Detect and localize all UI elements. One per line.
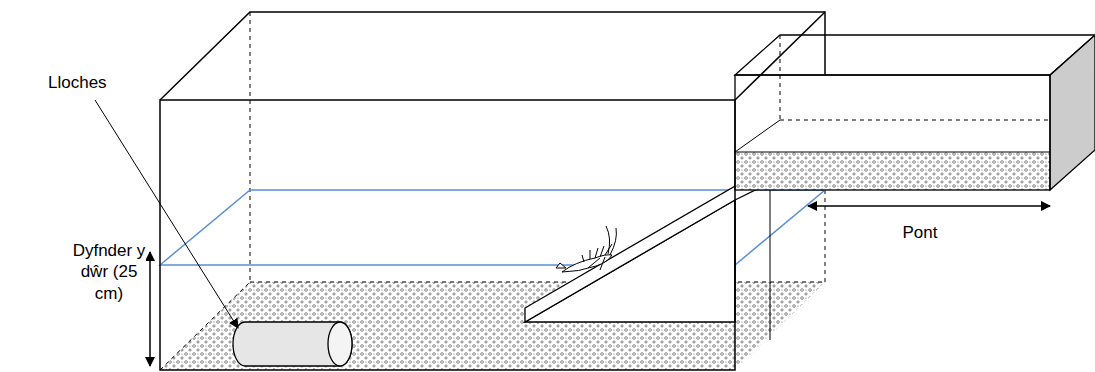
hidden-edge xyxy=(780,35,781,120)
tank-edge xyxy=(770,190,771,340)
shelter-opening xyxy=(328,322,352,366)
part-label: Pont xyxy=(870,222,970,243)
part-label: Lloches xyxy=(48,72,138,93)
crayfish xyxy=(556,226,616,272)
length-arrow xyxy=(808,205,1050,207)
bridge-front xyxy=(735,75,1050,190)
shelter-tube xyxy=(233,322,352,366)
hidden-edge xyxy=(250,282,825,283)
tank-top xyxy=(735,12,825,100)
bridge-gravel xyxy=(735,152,1050,190)
dimension-label: Dyfnder y dŵr (25 cm) xyxy=(72,240,146,304)
bridge-top xyxy=(735,35,1095,75)
hidden-edge xyxy=(780,120,1095,121)
bridge-gravel xyxy=(735,150,1095,190)
tank-front xyxy=(160,100,735,370)
gravel-edge xyxy=(735,120,780,152)
hidden-edge xyxy=(250,12,251,282)
tank-top xyxy=(160,12,825,100)
gravel-edge xyxy=(735,152,1050,153)
depth-arrow xyxy=(149,252,151,366)
hidden-edge xyxy=(825,190,826,282)
